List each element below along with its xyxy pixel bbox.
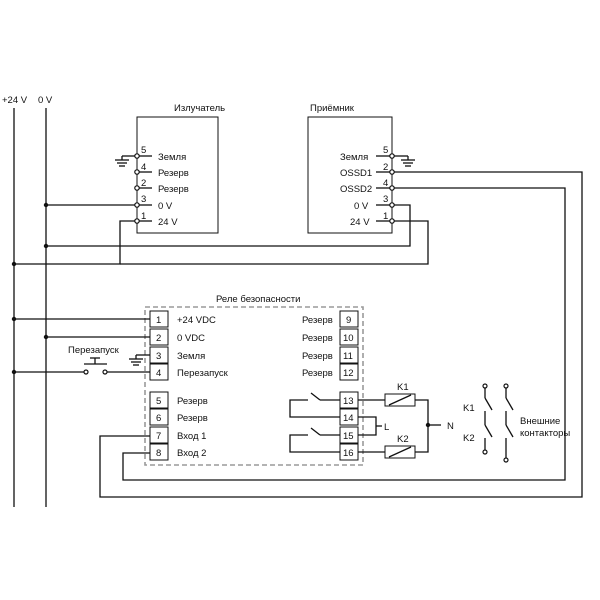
restart-button-label: Перезапуск [68,345,120,356]
emitter-pin-3-num: 3 [141,194,146,205]
receiver-pin-2-num: 2 [383,162,388,173]
relay-right-terminal-text: Резерв 9 Резерв 10 Резерв 11 Резерв 12 1… [302,315,354,459]
relay-t4-num: 4 [156,368,161,379]
relay-t7-num: 7 [156,431,161,442]
emitter-pin-labels: 5 Земля 4 Резерв 2 Резерв 3 0 V 1 24 V [141,145,189,228]
relay-t4-label: Перезапуск [177,368,229,379]
receiver-pin-4-label: OSSD2 [340,184,372,195]
l-label: L [384,422,389,433]
emitter-pin-4-label: Резерв [158,168,189,179]
relay-t10-num: 10 [343,333,354,344]
receiver-pin-labels: 5 Земля 2 OSSD1 4 OSSD2 3 0 V 1 24 V [340,145,388,228]
rail-zero-label: 0 V [38,95,53,106]
emitter-ground-icon [115,155,135,167]
contactor-k2-label: K2 [463,433,475,444]
relay-t5-num: 5 [156,396,161,407]
relay-t14-num: 14 [343,413,354,424]
receiver-pin-5-label: Земля [340,152,368,163]
relay-t11-num: 11 [343,351,353,362]
safety-relay: Реле безопасности 1 +24 VDC 2 0 VDC 3 Зе… [144,294,364,466]
relay-t12-num: 12 [343,368,354,379]
receiver-pin-3-label: 0 V [354,201,369,212]
relay-t3-label: Земля [177,351,205,362]
relay-t12-label: Резерв [302,368,333,379]
relay-t15-num: 15 [343,431,354,442]
relay-t8-num: 8 [156,448,161,459]
coil-circuit: K1 K2 N L [358,382,454,459]
contactors-label-line1: Внешние [520,416,560,427]
relay-t8-label: Вход 2 [177,448,206,459]
relay-t1-num: 1 [156,315,161,326]
n-label: N [447,421,454,432]
relay-contact-15-16 [289,427,340,453]
contactors-label-line2: контакторы [520,428,570,439]
receiver-pin-5-num: 5 [383,145,388,156]
emitter-pin-3-label: 0 V [158,201,173,212]
relay-t9-label: Резерв [302,315,333,326]
emitter-pin-5-label: Земля [158,152,186,163]
restart-button: Перезапуск [11,345,150,375]
emitter-pin-2-num: 2 [141,178,146,189]
receiver-unit: Приёмник 5 Земля 2 OSSD1 4 OSSD2 3 0 V 1… [307,103,395,234]
k2-coil-label: K2 [397,434,409,445]
relay-t13-num: 13 [343,396,354,407]
relay-t11-label: Резерв [302,351,333,362]
relay-ground-icon [129,354,150,366]
relay-t3-num: 3 [156,351,161,362]
receiver-box [307,116,393,234]
receiver-pin-1-label: 24 V [350,217,370,228]
emitter-pin-1-num: 1 [141,211,146,222]
relay-t2-label: 0 VDC [177,333,205,344]
relay-t16-num: 16 [343,448,354,459]
receiver-pin-1-num: 1 [383,211,388,222]
relay-t1-label: +24 VDC [177,315,216,326]
emitter-pin-5-num: 5 [141,145,146,156]
relay-t5-label: Резерв [177,396,208,407]
relay-t9-num: 9 [346,315,351,326]
relay-t7-label: Вход 1 [177,431,206,442]
external-contactors: K1 K2 Внешние контакторы [463,383,570,463]
relay-t6-label: Резерв [177,413,208,424]
emitter-title: Излучатель [174,103,225,114]
receiver-pin-2-label: OSSD1 [340,168,372,179]
ossd-wires [99,171,583,498]
relay-left-terminal-text: 1 +24 VDC 2 0 VDC 3 Земля 4 Перезапуск 5… [156,315,229,459]
relay-supply-wires [11,316,150,340]
relay-outline [144,306,364,466]
relay-t6-num: 6 [156,413,161,424]
relay-t2-num: 2 [156,333,161,344]
contactor-k1-label: K1 [463,403,475,414]
sensor-supply-wires [11,202,429,267]
relay-title: Реле безопасности [216,294,300,305]
emitter-pin-4-num: 4 [141,162,146,173]
relay-t10-label: Резерв [302,333,333,344]
emitter-pin-1-label: 24 V [158,217,178,228]
rail-plus24-label: +24 V [2,95,28,106]
receiver-ground-icon [394,155,415,167]
emitter-pin-2-label: Резерв [158,184,189,195]
receiver-pin-4-num: 4 [383,178,388,189]
receiver-title: Приёмник [310,103,355,114]
emitter-box [136,116,219,234]
emitter-unit: Излучатель 5 Земля 4 Резерв 2 Резерв 3 0… [134,103,225,234]
k1-coil-label: K1 [397,382,409,393]
relay-contact-13-14 [289,392,340,418]
receiver-pin-3-num: 3 [383,194,388,205]
